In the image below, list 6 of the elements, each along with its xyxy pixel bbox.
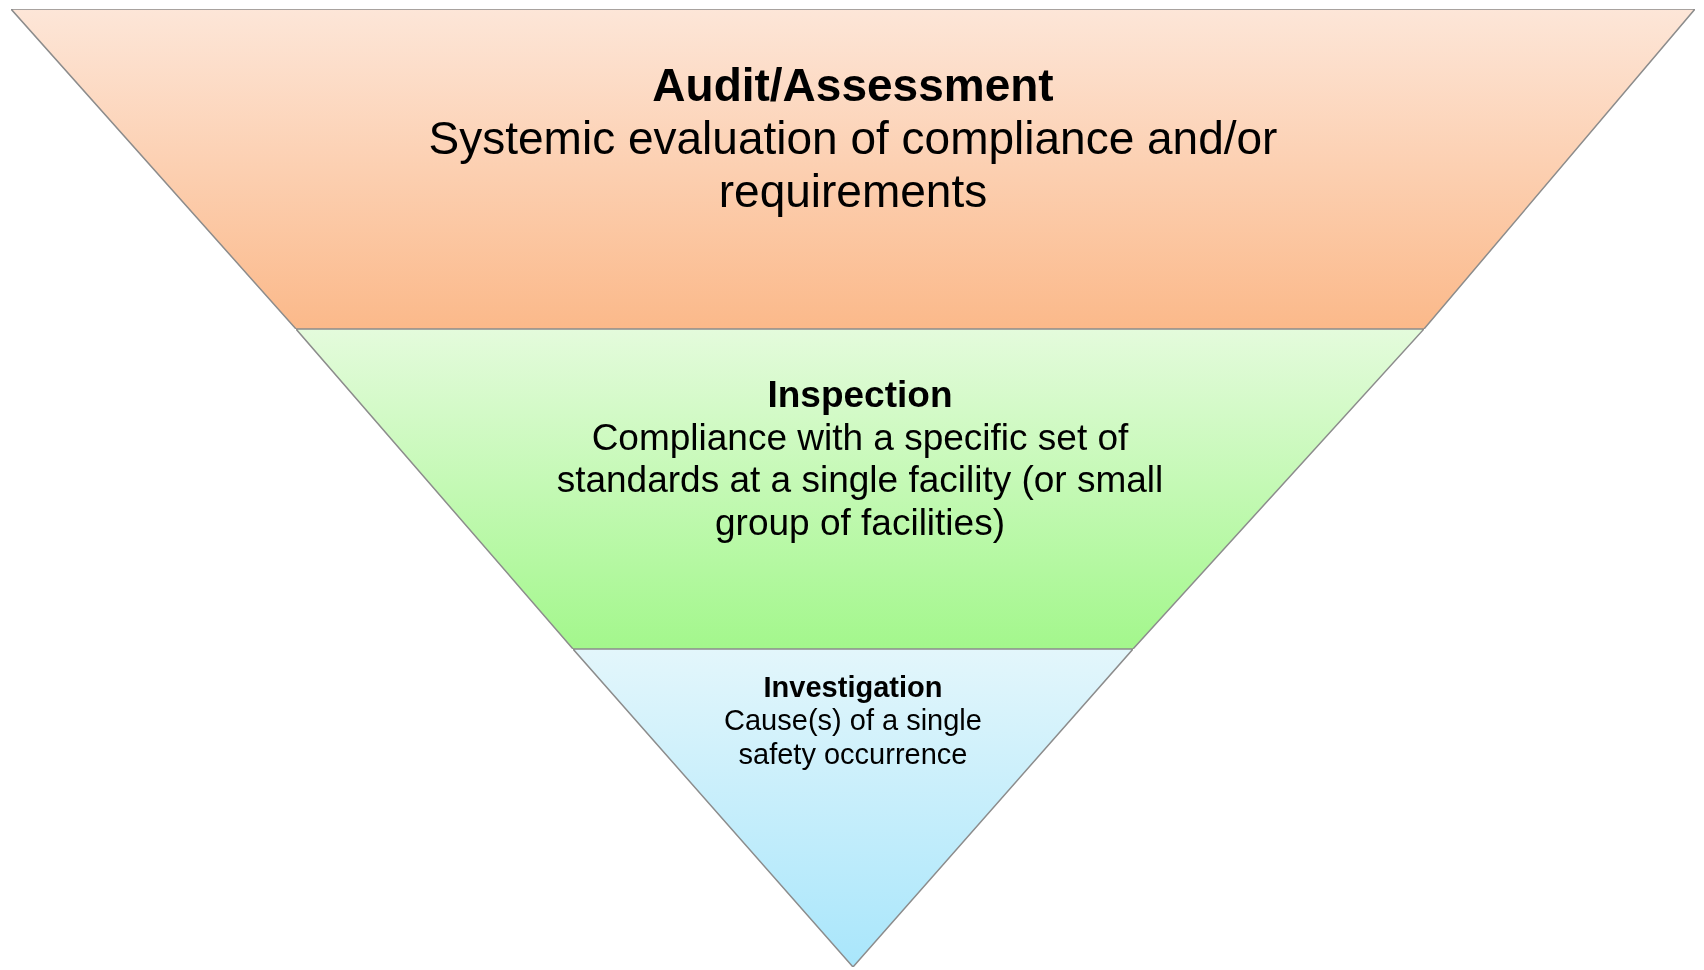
band-heading: Investigation	[763, 671, 943, 705]
band-heading: Audit/Assessment	[652, 59, 1054, 112]
band-description: Cause(s) of a single safety occurrence	[723, 704, 983, 772]
band-description: Systemic evaluation of compliance and/or requirements	[427, 111, 1279, 218]
band-description: Compliance with a specific set of standards at a single facility (or small group of facilities)	[555, 416, 1165, 545]
band-heading: Inspection	[767, 374, 953, 417]
